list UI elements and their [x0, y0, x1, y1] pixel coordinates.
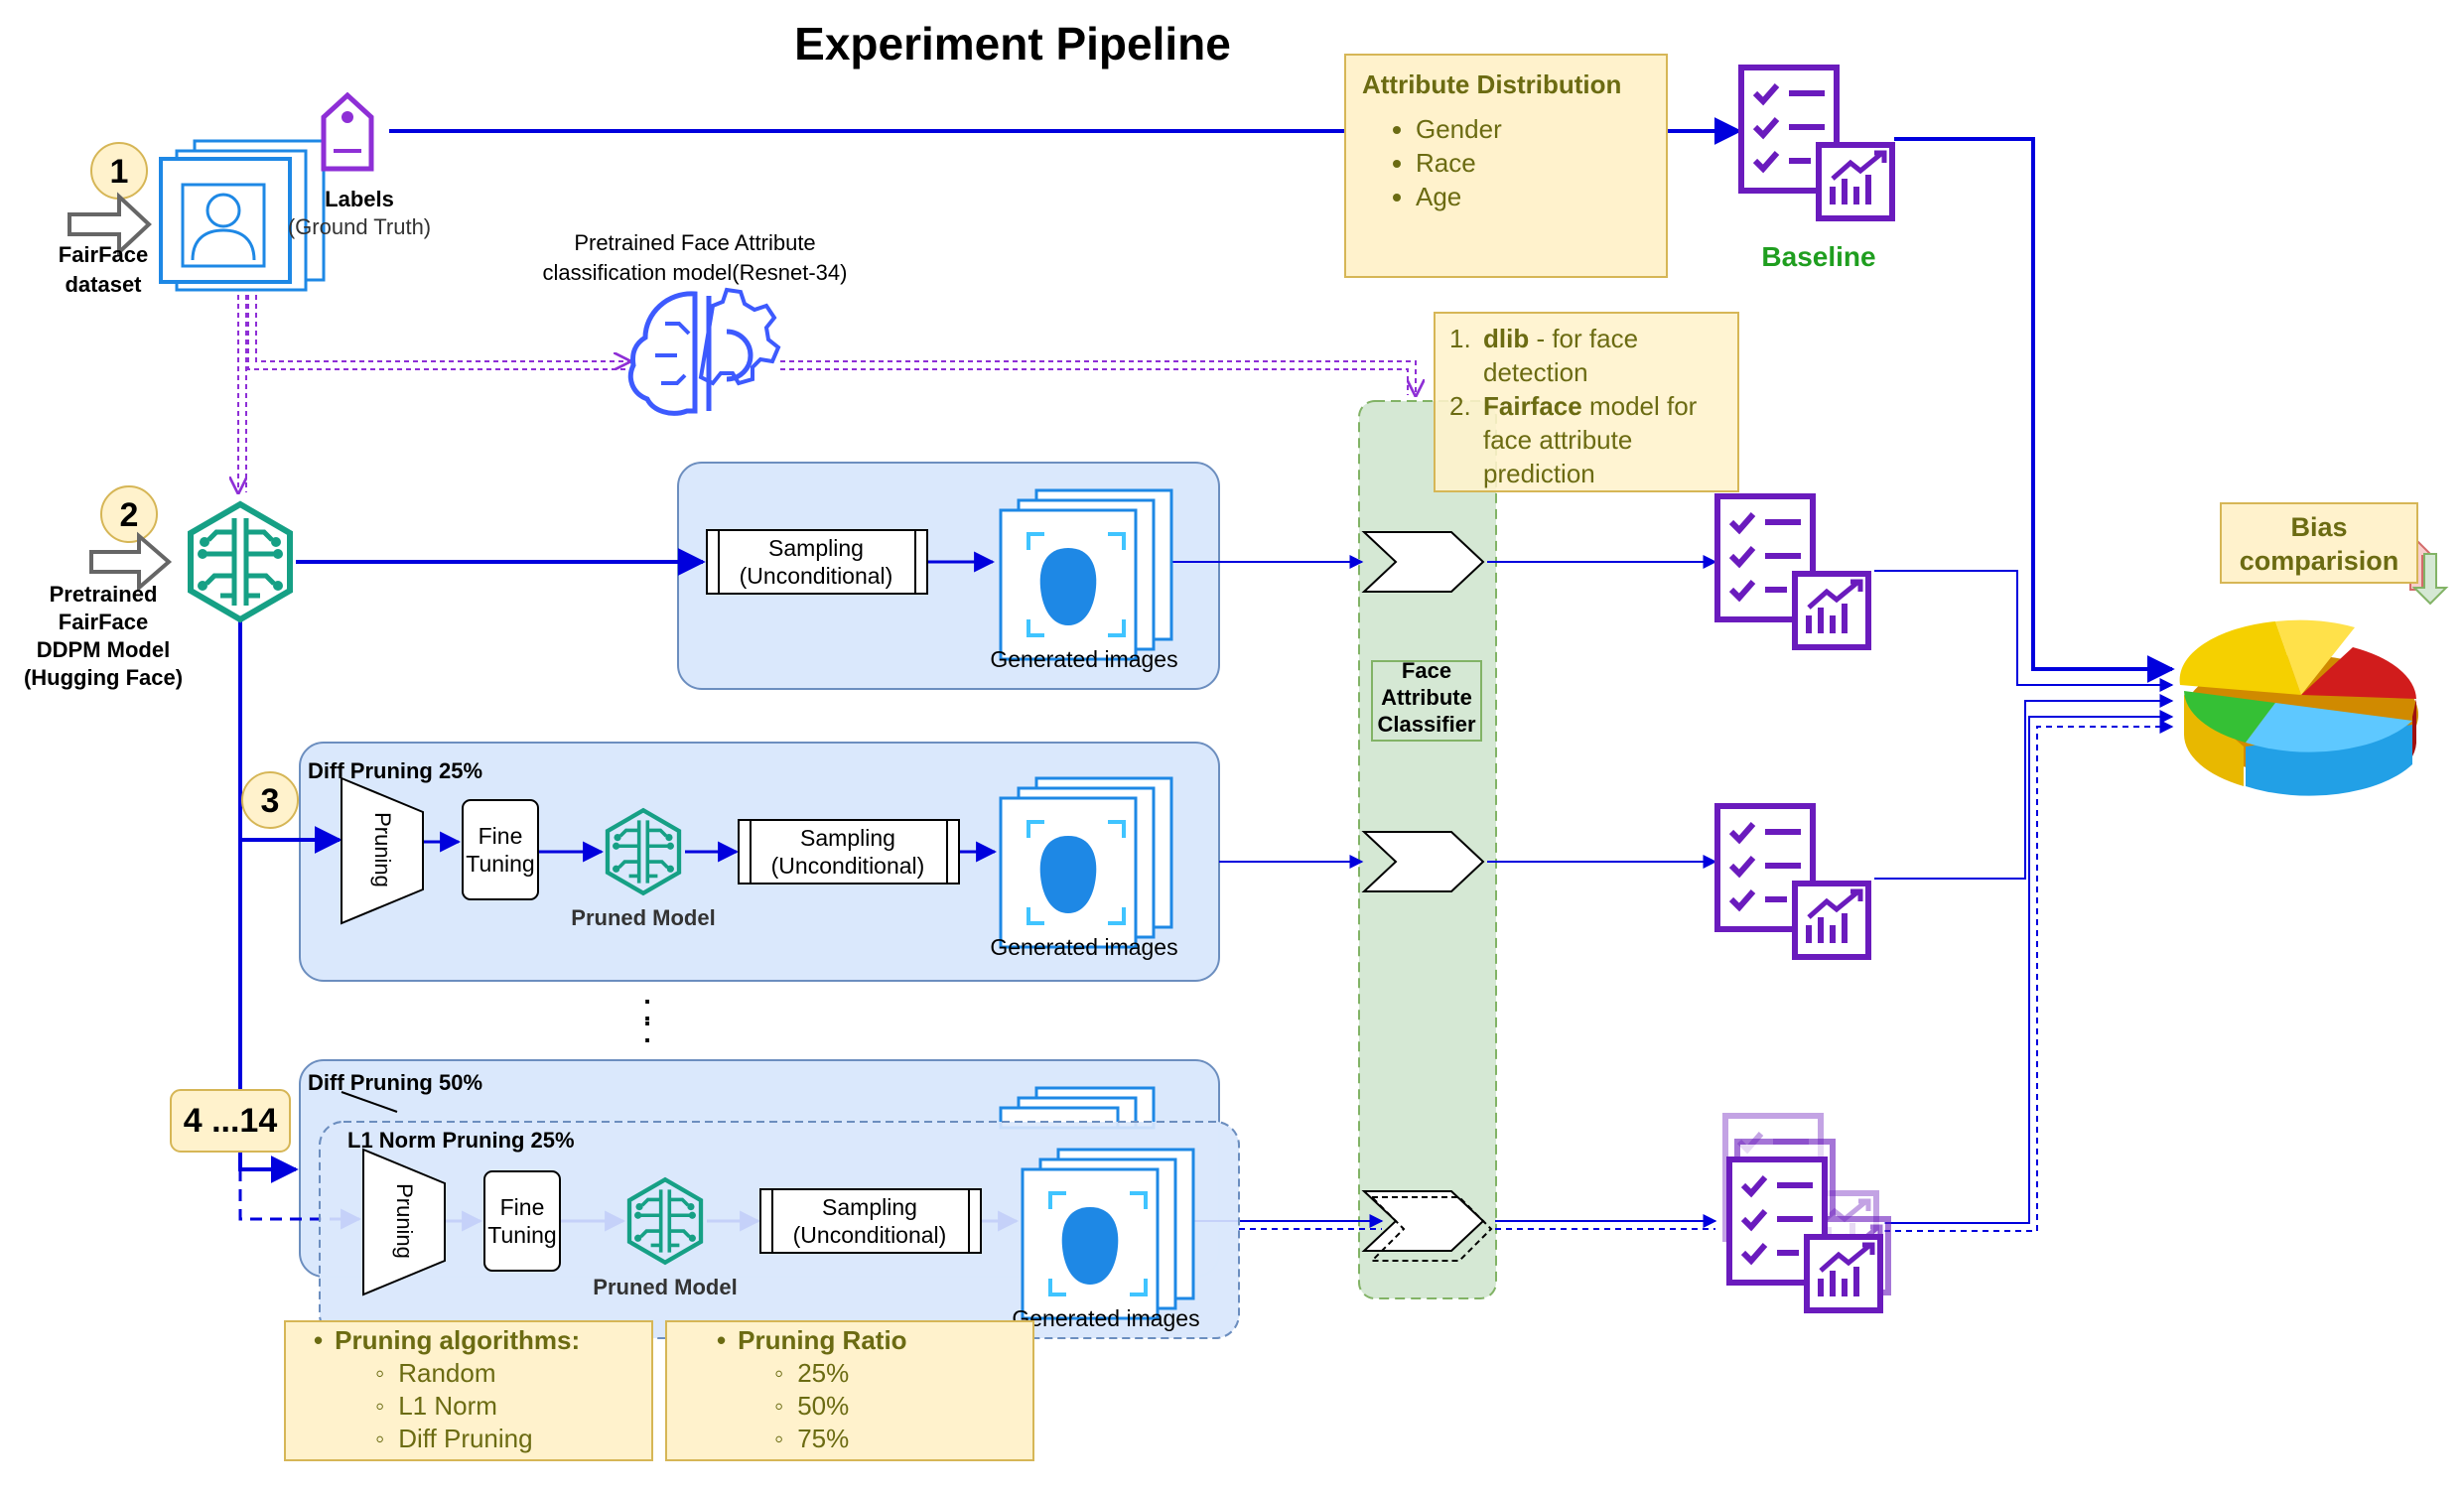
- sampling-box: [706, 529, 928, 595]
- metrics-checklist-stack-icon: [1725, 1116, 1888, 1310]
- sampling-box: [759, 1188, 982, 1254]
- dataset-label-1: FairFace: [59, 242, 149, 267]
- ddpm-label-2: FairFace: [59, 610, 149, 634]
- baseline-checklist-icon: [1741, 68, 1892, 218]
- step-2-badge: 2: [100, 485, 158, 543]
- metrics-checklist-icon: [1717, 496, 1868, 647]
- pruning-ratio-note: •Pruning Ratio ◦25% ◦50% ◦75%: [665, 1320, 1034, 1461]
- pruning-algorithms-title: Pruning algorithms:: [335, 1325, 581, 1355]
- sampling-box: [738, 819, 960, 885]
- baseline-label: Baseline: [1761, 241, 1875, 272]
- pruning-trapezoid: [341, 776, 424, 925]
- generated-images-icon: [999, 776, 1173, 949]
- sampling-label-2: (Unconditional): [793, 1222, 947, 1248]
- step-3-badge: 3: [241, 771, 299, 829]
- generated-images-icon: [1021, 1148, 1195, 1320]
- ellipsis-dots: :: [641, 986, 652, 1029]
- dataset-documents-icon: [159, 139, 326, 292]
- face-classifier-label-3: Classifier: [1377, 712, 1475, 737]
- attribute-item: Race: [1416, 146, 1666, 180]
- sampling-label-2: (Unconditional): [771, 853, 925, 879]
- ddpm-label-4: (Hugging Face): [24, 665, 183, 690]
- pruning-ratio-item: ◦50%: [774, 1391, 850, 1421]
- fine-tuning-label-1: Fine: [479, 823, 523, 849]
- attribute-distribution-title: Attribute Distribution: [1362, 69, 1622, 99]
- sampling-label-1: Sampling: [768, 535, 864, 561]
- classifier-tools-note: 1. dlib - for face detection 2. Fairface…: [1434, 312, 1739, 492]
- ddpm-brain-icon: [191, 504, 290, 619]
- tag-icon: [321, 91, 374, 172]
- bias-comparison-note: Bias comparision: [2220, 502, 2418, 584]
- svg-text:1: 1: [110, 153, 129, 191]
- attribute-item: Gender: [1416, 112, 1666, 146]
- classifier-tool-dlib: dlib - for face detection: [1483, 324, 1639, 387]
- diff-pruning-50-title: Diff Pruning 50%: [308, 1070, 482, 1095]
- pruning-algorithm-item: ◦L1 Norm: [375, 1391, 497, 1421]
- pruned-model-label: Pruned Model: [571, 905, 715, 930]
- pruning-ratio-item: ◦25%: [774, 1358, 850, 1388]
- face-classifier-label-2: Attribute: [1381, 685, 1472, 710]
- pruning-label: Pruning: [392, 1183, 417, 1259]
- pruning-algorithm-item: ◦Diff Pruning: [375, 1424, 533, 1453]
- svg-text:3: 3: [261, 782, 280, 820]
- input-arrow-icon: [89, 531, 173, 593]
- pie-chart-icon: [2179, 619, 2418, 796]
- generated-images-label: Generated images: [990, 646, 1177, 672]
- pruning-label: Pruning: [370, 812, 395, 887]
- dashed-classifier-to-column: [780, 360, 1416, 395]
- fine-tuning-label-1: Fine: [500, 1194, 545, 1220]
- dataset-label-2: dataset: [65, 272, 142, 297]
- metrics-checklist-icon: [1717, 806, 1868, 957]
- pruning-algorithm-item: ◦Random: [375, 1358, 496, 1388]
- svg-text::: :: [641, 1008, 652, 1051]
- classifier-chevron: [1361, 531, 1485, 593]
- svg-text:4 ...14: 4 ...14: [184, 1102, 278, 1140]
- page-title: Experiment Pipeline: [794, 18, 1231, 69]
- ddpm-label-1: Pretrained: [50, 582, 158, 607]
- pruning-ratio-title: Pruning Ratio: [738, 1325, 907, 1355]
- classifier-chevron: [1361, 831, 1485, 892]
- attribute-distribution-note: Attribute Distribution Gender Race Age: [1344, 54, 1668, 278]
- brain-gear-icon: [627, 287, 781, 416]
- pretrained-classifier-label-2: classification model(Resnet-34): [543, 260, 848, 285]
- input-arrow-icon: [68, 192, 152, 257]
- pruned-model-label: Pruned Model: [593, 1275, 737, 1299]
- step-1-badge: 1: [90, 142, 148, 200]
- pruning-ratio-item: ◦75%: [774, 1424, 850, 1453]
- fine-tuning-label-2: Tuning: [487, 1222, 556, 1248]
- face-classifier-label-box: [1371, 660, 1482, 742]
- diff-pruning-25-title: Diff Pruning 25%: [308, 758, 482, 783]
- l1-norm-25-title: L1 Norm Pruning 25%: [347, 1128, 575, 1153]
- generated-images-label: Generated images: [1012, 1305, 1199, 1331]
- generated-images-label: Generated images: [990, 934, 1177, 960]
- generated-images-icon: [999, 488, 1173, 661]
- labels-title: Labels: [325, 187, 394, 211]
- face-classifier-label-1: Face: [1402, 658, 1451, 683]
- sampling-label-2: (Unconditional): [740, 563, 893, 589]
- ddpm-label-3: DDPM Model: [37, 637, 170, 662]
- step-4-14-badge: 4 ...14: [170, 1089, 291, 1153]
- pruning-algorithms-note: •Pruning algorithms: ◦Random ◦L1 Norm ◦D…: [284, 1320, 653, 1461]
- dashed-dataset-to-classifier: [255, 286, 629, 361]
- labels-subtitle: (Ground Truth): [288, 214, 431, 239]
- svg-text:2: 2: [120, 496, 139, 534]
- fine-tuning-label-2: Tuning: [466, 851, 534, 877]
- attribute-list: Gender Race Age: [1416, 112, 1666, 213]
- sampling-label-1: Sampling: [822, 1194, 917, 1220]
- classifier-tool-fairface: Fairface model for face attribute predic…: [1483, 391, 1698, 488]
- sampling-label-1: Sampling: [800, 825, 895, 851]
- pruning-trapezoid: [362, 1148, 446, 1296]
- pretrained-classifier-label-1: Pretrained Face Attribute: [574, 230, 815, 255]
- attribute-item: Age: [1416, 180, 1666, 213]
- arrow-baseline-to-pie: [1894, 137, 2175, 683]
